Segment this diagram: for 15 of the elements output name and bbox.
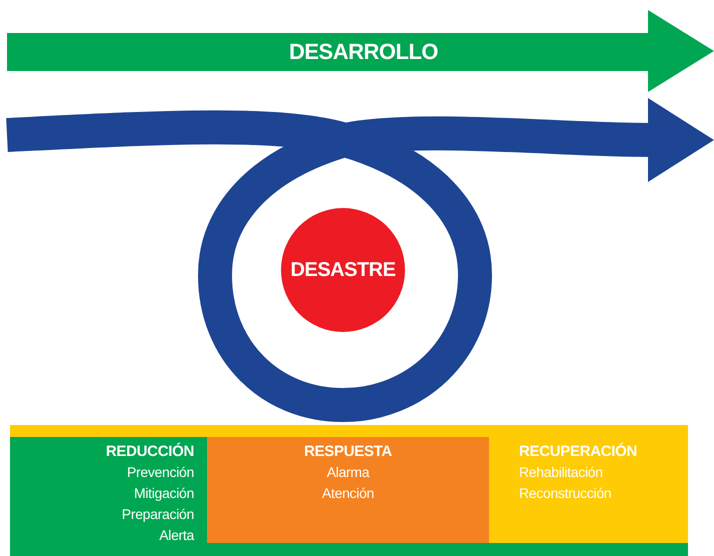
phase-item: Atención [320,485,376,501]
phase-panel [10,437,207,556]
phase-item: Rehabilitación [519,464,604,480]
arrow-label: DESARROLLO [289,39,438,65]
phase-panel [207,437,489,543]
circle-label: DESASTRE [290,258,396,282]
phase-heading: RECUPERACIÓN [519,443,638,460]
phase-item: Preparación [120,506,194,522]
phase-item: Reconstrucción [519,485,612,501]
phase-item: Alerta [158,527,194,543]
phase-heading: REDUCCIÓN [104,443,194,460]
phase-item: Prevención [126,464,194,480]
phase-item: Alarma [326,464,370,480]
phase-item: Mitigación [132,485,194,501]
phase-heading: RESPUESTA [303,443,393,460]
